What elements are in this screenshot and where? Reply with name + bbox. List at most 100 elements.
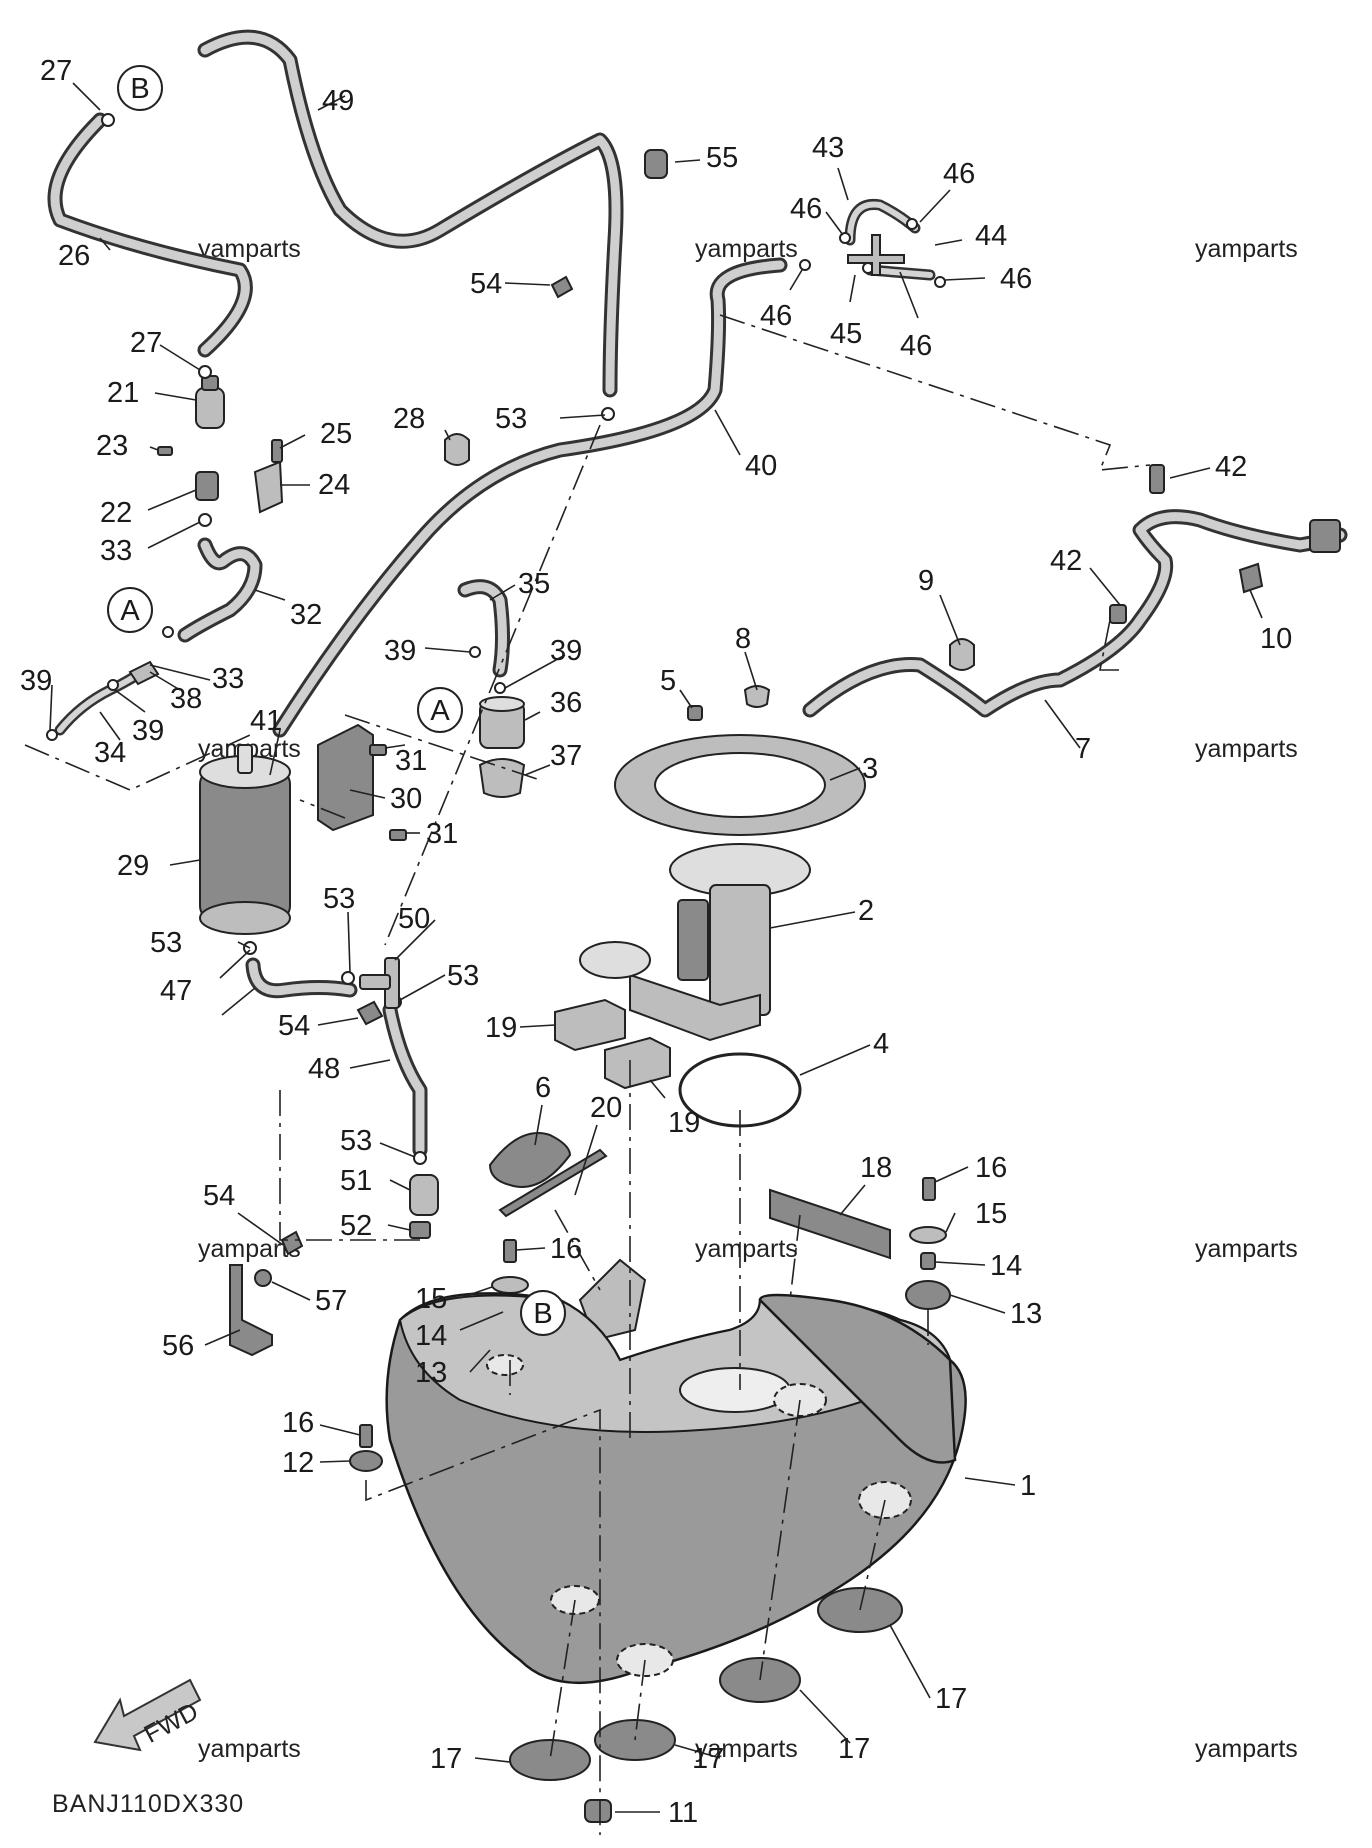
callout-48: 48	[308, 1053, 340, 1085]
hoses	[47, 29, 1348, 1158]
callout-31: 31	[395, 745, 427, 777]
callout-36: 36	[550, 687, 582, 719]
callout-21: 21	[107, 377, 139, 409]
callout-17: 17	[838, 1733, 870, 1765]
callout-14: 14	[415, 1320, 447, 1352]
callout-53: 53	[150, 927, 182, 959]
callout-26: 26	[58, 240, 90, 272]
callout-31: 31	[426, 818, 458, 850]
callout-14: 14	[990, 1250, 1022, 1282]
callout-39: 39	[132, 715, 164, 747]
watermark: yamparts	[198, 1735, 301, 1763]
callout-15: 15	[415, 1283, 447, 1315]
callout-41: 41	[250, 705, 282, 737]
callout-53: 53	[340, 1125, 372, 1157]
callout-42: 42	[1215, 451, 1247, 483]
callout-50: 50	[398, 903, 430, 935]
callout-17: 17	[430, 1743, 462, 1775]
callout-20: 20	[590, 1092, 622, 1124]
callout-16: 16	[550, 1233, 582, 1265]
callout-11: 11	[668, 1797, 698, 1829]
callout-19: 19	[485, 1012, 517, 1044]
callout-33: 33	[100, 535, 132, 567]
callout-labels: 49 27 55 43 46 46 44 46 26 54 46 45 46 2…	[20, 55, 1292, 1829]
callout-44: 44	[975, 220, 1007, 252]
callout-17: 17	[935, 1683, 967, 1715]
marker-b-circle	[520, 1290, 566, 1336]
callout-24: 24	[318, 469, 350, 501]
callout-33: 33	[212, 663, 244, 695]
callout-57: 57	[315, 1285, 347, 1317]
callout-15: 15	[975, 1198, 1007, 1230]
callout-12: 12	[282, 1447, 314, 1479]
watermark: yamparts	[1195, 735, 1298, 763]
callout-46: 46	[1000, 263, 1032, 295]
callout-54: 54	[203, 1180, 235, 1212]
callout-29: 29	[117, 850, 149, 882]
callout-9: 9	[918, 565, 934, 597]
callout-46: 46	[900, 330, 932, 362]
callout-16: 16	[975, 1152, 1007, 1184]
callout-8: 8	[735, 623, 751, 655]
components	[46, 113, 1341, 1472]
watermark: yamparts	[695, 1235, 798, 1263]
callout-39: 39	[550, 635, 582, 667]
callout-53: 53	[323, 883, 355, 915]
callout-27: 27	[40, 55, 72, 87]
callout-46: 46	[790, 193, 822, 225]
callout-45: 45	[830, 318, 862, 350]
marker-b-circle	[117, 65, 163, 111]
callout-28: 28	[393, 403, 425, 435]
reference-markers: B A A B	[107, 65, 566, 1336]
callout-2: 2	[858, 895, 874, 927]
callout-40: 40	[745, 450, 777, 482]
callout-4: 4	[873, 1028, 889, 1060]
callout-55: 55	[706, 142, 738, 174]
callout-56: 56	[162, 1330, 194, 1362]
marker-a-label: A	[430, 695, 450, 727]
callout-25: 25	[320, 418, 352, 450]
watermark: yamparts	[695, 1735, 798, 1763]
callout-39: 39	[20, 665, 52, 697]
callout-47: 47	[160, 975, 192, 1007]
callout-38: 38	[170, 683, 202, 715]
leader-lines	[49, 82, 1263, 1813]
watermark: yamparts	[1195, 235, 1298, 263]
callout-22: 22	[100, 497, 132, 529]
callout-42: 42	[1050, 545, 1082, 577]
callout-3: 3	[862, 753, 878, 785]
callout-1: 1	[1020, 1470, 1036, 1502]
callout-49: 49	[322, 85, 354, 117]
callout-10: 10	[1260, 623, 1292, 655]
watermark: yamparts	[1195, 1735, 1298, 1763]
callout-19: 19	[668, 1107, 700, 1139]
callout-27: 27	[130, 327, 162, 359]
grommet-plates	[509, 1587, 903, 1823]
callout-46: 46	[760, 300, 792, 332]
callout-30: 30	[390, 783, 422, 815]
callout-17: 17	[692, 1743, 724, 1775]
marker-b-label: B	[130, 73, 149, 105]
marker-a-circle	[417, 687, 463, 733]
marker-b-label: B	[533, 1298, 552, 1330]
callout-13: 13	[415, 1357, 447, 1389]
callout-53: 53	[447, 960, 479, 992]
watermark: yamparts	[1195, 1235, 1298, 1263]
callout-54: 54	[278, 1010, 310, 1042]
callout-34: 34	[94, 737, 126, 769]
callout-37: 37	[550, 740, 582, 772]
reference-lines	[24, 314, 1151, 1835]
callout-52: 52	[340, 1210, 372, 1242]
callout-54: 54	[470, 268, 502, 300]
callout-6: 6	[535, 1072, 551, 1104]
callout-51: 51	[340, 1165, 372, 1197]
callout-18: 18	[860, 1152, 892, 1184]
callout-39: 39	[384, 635, 416, 667]
callout-35: 35	[518, 568, 550, 600]
callout-32: 32	[290, 599, 322, 631]
callout-13: 13	[1010, 1298, 1042, 1330]
callout-43: 43	[812, 132, 844, 164]
marker-a-circle	[107, 587, 153, 633]
diagram-code: BANJ110DX330	[52, 1790, 244, 1818]
